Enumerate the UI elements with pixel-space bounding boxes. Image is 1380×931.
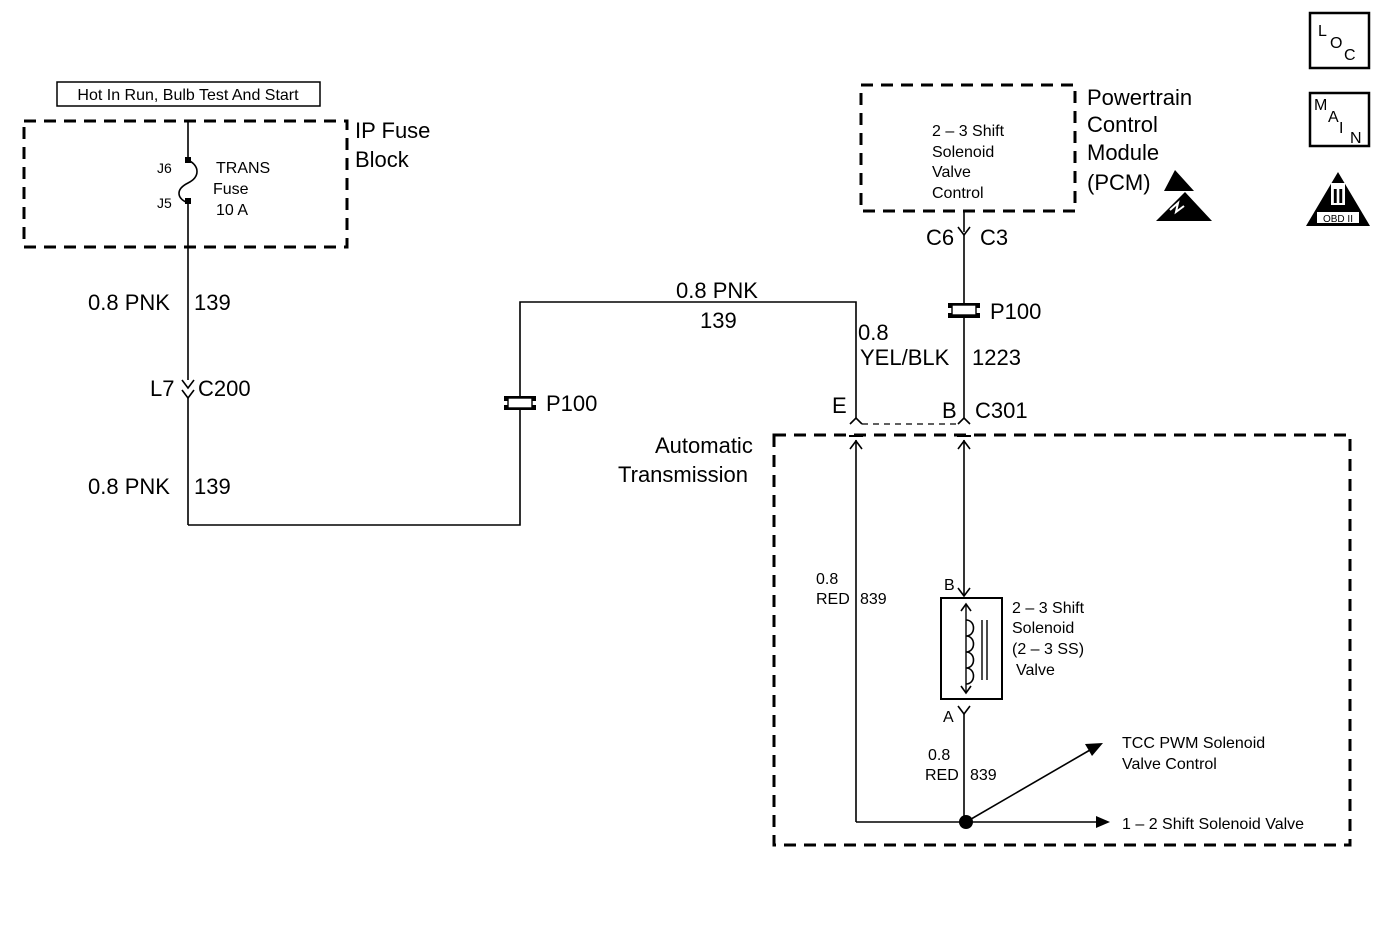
loc-icon[interactable]: L O C [1308,11,1371,70]
fuse-rating: 10 A [216,202,248,219]
svg-text:II: II [1332,186,1343,208]
connector-pcm-c3: C6 C3 [926,211,1008,250]
shift12-label: 1 – 2 Shift Solenoid Valve [1122,816,1304,833]
main-icon[interactable]: M A I N [1308,91,1371,148]
fuse-block-title-1: IP Fuse [355,118,430,143]
automatic-transmission: Automatic Transmission 0.8 RED 839 B 2 –… [618,433,1352,847]
wire-circuit-w2: 139 [194,474,231,499]
connector-c200: L7 C200 [150,376,251,401]
c301-name: C301 [975,398,1028,423]
splice-p100-right: P100 [948,299,1041,324]
obd-ii-icon[interactable]: II OBD II [1306,172,1370,226]
wire-label-w2: 0.8 PNK [88,474,170,499]
trans-title-2: Transmission [618,462,748,487]
svg-text:A: A [1328,109,1339,126]
svg-text:O: O [1330,35,1342,52]
wire-gauge-w6: 0.8 [928,747,950,764]
pcm-conn: C3 [980,225,1008,250]
wire-label-w3: 0.8 PNK [676,278,758,303]
pcm-title-2: Control [1087,112,1158,137]
wire-circuit-w5: 839 [860,591,887,608]
wire-circuit-w3: 139 [700,308,737,333]
sol-pin-a: A [943,709,954,726]
svg-text:I: I [1339,120,1343,137]
wire-label-w1: 0.8 PNK [88,290,170,315]
pcm-title-1: Powertrain [1087,85,1192,110]
wire-gauge-w4: 0.8 [858,320,889,345]
svg-text:C: C [1344,47,1356,64]
wire-circuit-w6: 839 [970,767,997,784]
shift-solenoid-2-3 [940,597,1003,700]
c301-pin-e: E [832,393,847,418]
wire-gauge-w5: 0.8 [816,571,838,588]
wire-color-w6: RED [925,767,959,784]
c301-pin-b: B [942,398,957,423]
esd-warning-icon [1156,170,1212,221]
wire-color-w5: RED [816,591,850,608]
svg-text:L: L [1318,23,1327,40]
p100-right-label: P100 [990,299,1041,324]
fuse-symbol [178,159,198,204]
wire-circuit-w4: 1223 [972,345,1021,370]
trans-title-1: Automatic [655,433,753,458]
fuse-block-title-2: Block [355,147,410,172]
tcc-label-1: TCC PWM Solenoid [1122,735,1265,752]
terminal-j5: J5 [157,195,172,211]
arrow-tcc [1085,743,1103,756]
sol-pin-b: B [944,577,955,594]
fuse-name: TRANS [216,160,270,177]
power-label-text: Hot In Run, Bulb Test And Start [77,87,299,104]
solenoid-label-3: (2 – 3 SS) [1012,641,1084,658]
pcm-inner-1: 2 – 3 Shift [932,123,1005,140]
solenoid-label-2: Solenoid [1012,620,1074,637]
wire-color-w4: YEL/BLK [860,345,950,370]
pcm-inner-4: Control [932,185,984,202]
c200-name: C200 [198,376,251,401]
solenoid-label-4: Valve [1016,662,1055,679]
pcm-title-3: Module [1087,140,1159,165]
pcm-module: 2 – 3 Shift Solenoid Valve Control Power… [859,83,1192,213]
solenoid-label-1: 2 – 3 Shift [1012,600,1085,617]
c200-pin: L7 [150,376,174,401]
ip-fuse-block: IP Fuse Block J6 J5 TRANS Fuse 10 A [22,118,430,249]
wire-circuit-w1: 139 [194,290,231,315]
connector-c301: E B C301 [832,393,1028,437]
pcm-pin: C6 [926,225,954,250]
tcc-label-2: Valve Control [1122,756,1217,773]
fuse-label: Fuse [213,181,249,198]
arrow-1-2-shift [1096,816,1110,828]
power-label: Hot In Run, Bulb Test And Start [56,81,321,107]
svg-text:M: M [1314,97,1327,114]
terminal-j6: J6 [157,160,172,176]
pcm-inner-2: Solenoid [932,144,994,161]
svg-text:N: N [1350,130,1362,147]
pcm-title-4: (PCM) [1087,170,1151,195]
p100-left-label: P100 [546,391,597,416]
svg-text:OBD II: OBD II [1323,214,1353,225]
splice-p100-left: P100 [504,391,597,416]
pcm-inner-3: Valve [932,164,971,181]
